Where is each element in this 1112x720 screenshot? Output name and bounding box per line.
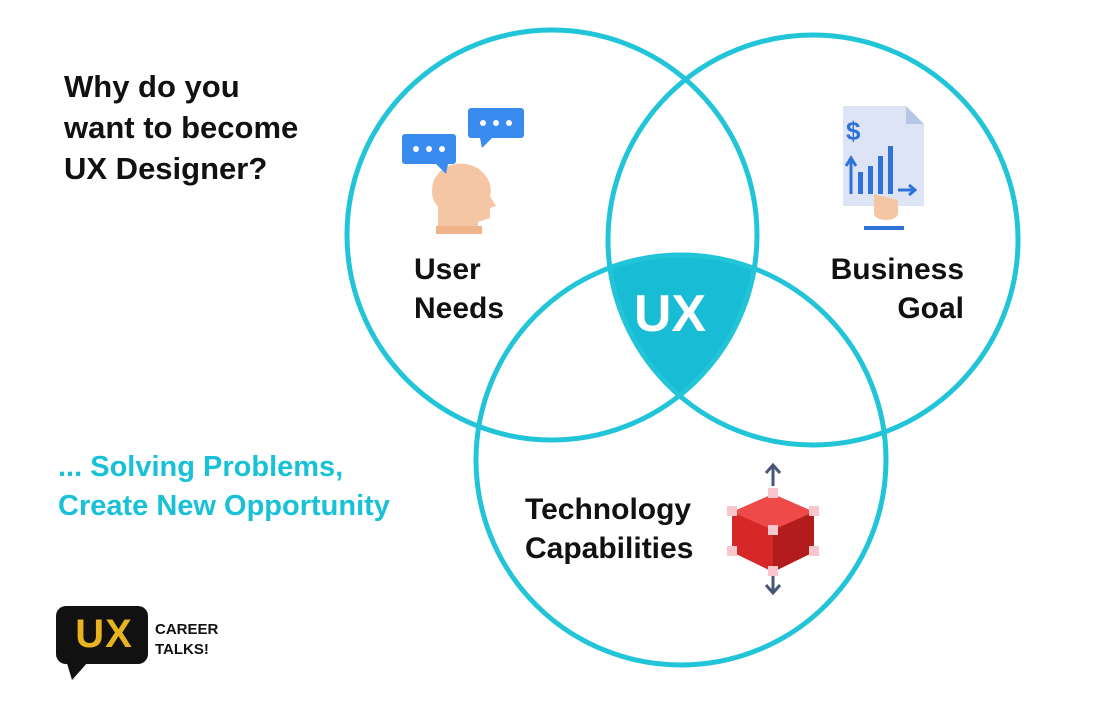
technology-capabilities-label: Technology Capabilities	[525, 493, 694, 565]
logo-ux-text: UX	[75, 612, 133, 656]
speech-bubbles-head-icon	[402, 108, 524, 234]
ux-center-label: UX	[633, 285, 707, 343]
question-heading: Why do you want to become UX Designer?	[64, 69, 299, 186]
3d-cube-icon	[727, 462, 819, 596]
user-needs-circle	[344, 27, 760, 443]
career-talks-logo	[56, 606, 148, 680]
brand-name: CAREER TALKS!	[155, 621, 219, 658]
technology-circle	[473, 252, 889, 668]
financial-report-icon: $	[843, 106, 924, 230]
business-goal-label: Business Goal	[830, 253, 964, 325]
business-goal-circle	[605, 32, 1021, 448]
user-needs-label: User Needs	[414, 253, 505, 325]
tagline: ... Solving Problems, Create New Opportu…	[58, 451, 390, 522]
svg-text:$: $	[846, 116, 861, 146]
